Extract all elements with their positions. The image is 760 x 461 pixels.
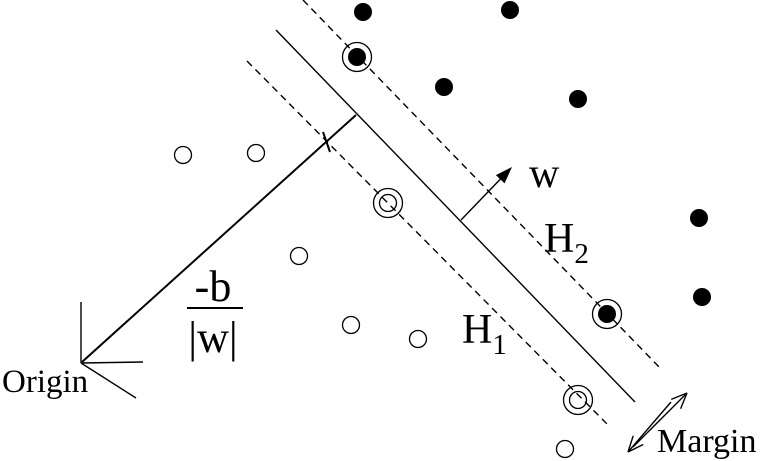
support-vectors-negative-point — [372, 187, 404, 219]
support-vector-ring — [372, 187, 404, 219]
fraction-numerator: -b — [195, 262, 232, 311]
negative-class-points-point — [289, 246, 309, 266]
support-vector-ring — [341, 41, 373, 73]
hollow-point — [173, 145, 193, 165]
hollow-point — [378, 193, 398, 213]
margin-label: Margin — [657, 423, 756, 460]
points-layer — [173, 1, 711, 459]
h2-label: H2 — [544, 216, 589, 270]
margin-double-arrow — [627, 392, 688, 453]
w-arrow-head — [495, 167, 512, 184]
positive-class-points-point — [354, 3, 372, 21]
h1-label-main: H — [462, 307, 492, 353]
margin-arrow-head-barb — [627, 443, 644, 453]
b-over-w-fraction: -b |w| — [187, 262, 243, 362]
positive-class-points-point — [693, 288, 711, 306]
negative-class-points-point — [408, 329, 428, 349]
hollow-point — [289, 246, 309, 266]
positive-class-points-point — [501, 1, 519, 19]
hollow-point — [341, 315, 361, 335]
h1-crossing-tick — [322, 131, 331, 153]
filled-point — [690, 209, 708, 227]
arrows-layer — [460, 167, 688, 453]
margin-arrow-head-barb — [670, 392, 688, 401]
support-vectors-negative-point — [562, 384, 594, 416]
h2-label-subscript: 2 — [574, 238, 589, 270]
origin-axis-diagonal — [80, 362, 137, 399]
filled-point — [435, 78, 453, 96]
hollow-point — [555, 439, 575, 459]
margin-arrow-shaft — [632, 392, 688, 448]
negative-class-points-point — [555, 439, 575, 459]
negative-class-points-point — [246, 143, 266, 163]
margin-arrow-shaft — [627, 401, 672, 453]
filled-point — [598, 305, 616, 323]
separating-hyperplane — [275, 29, 636, 403]
hollow-point — [568, 390, 588, 410]
filled-point — [569, 90, 587, 108]
filled-point — [354, 3, 372, 21]
w-vector-label: w — [529, 151, 560, 197]
origin-label: Origin — [2, 364, 88, 400]
w-vector-arrow — [460, 167, 512, 221]
origin-perpendicular — [81, 114, 357, 363]
positive-class-points-point — [569, 90, 587, 108]
margin-arrow-head-barb — [627, 435, 634, 453]
hollow-point — [246, 143, 266, 163]
negative-class-points-point — [173, 145, 193, 165]
support-vector-ring — [591, 298, 623, 330]
margin-arrow-head-barb — [679, 392, 688, 410]
fraction-denominator: |w| — [188, 313, 237, 362]
support-vectors-positive-point — [591, 298, 623, 330]
positive-class-points-point — [690, 209, 708, 227]
h1-label-subscript: 1 — [492, 329, 507, 361]
support-vectors-positive-point — [341, 41, 373, 73]
filled-point — [348, 48, 366, 66]
hollow-point — [408, 329, 428, 349]
w-arrow-shaft — [460, 175, 504, 221]
filled-point — [693, 288, 711, 306]
filled-point — [501, 1, 519, 19]
margin-h1-dashed — [246, 60, 611, 428]
positive-class-points-point — [435, 78, 453, 96]
negative-class-points-point — [341, 315, 361, 335]
support-vector-ring — [562, 384, 594, 416]
lines-layer — [80, 0, 663, 428]
h1-label: H1 — [462, 307, 507, 361]
h2-label-main: H — [544, 216, 574, 262]
origin-axis-horizontal — [80, 361, 144, 364]
